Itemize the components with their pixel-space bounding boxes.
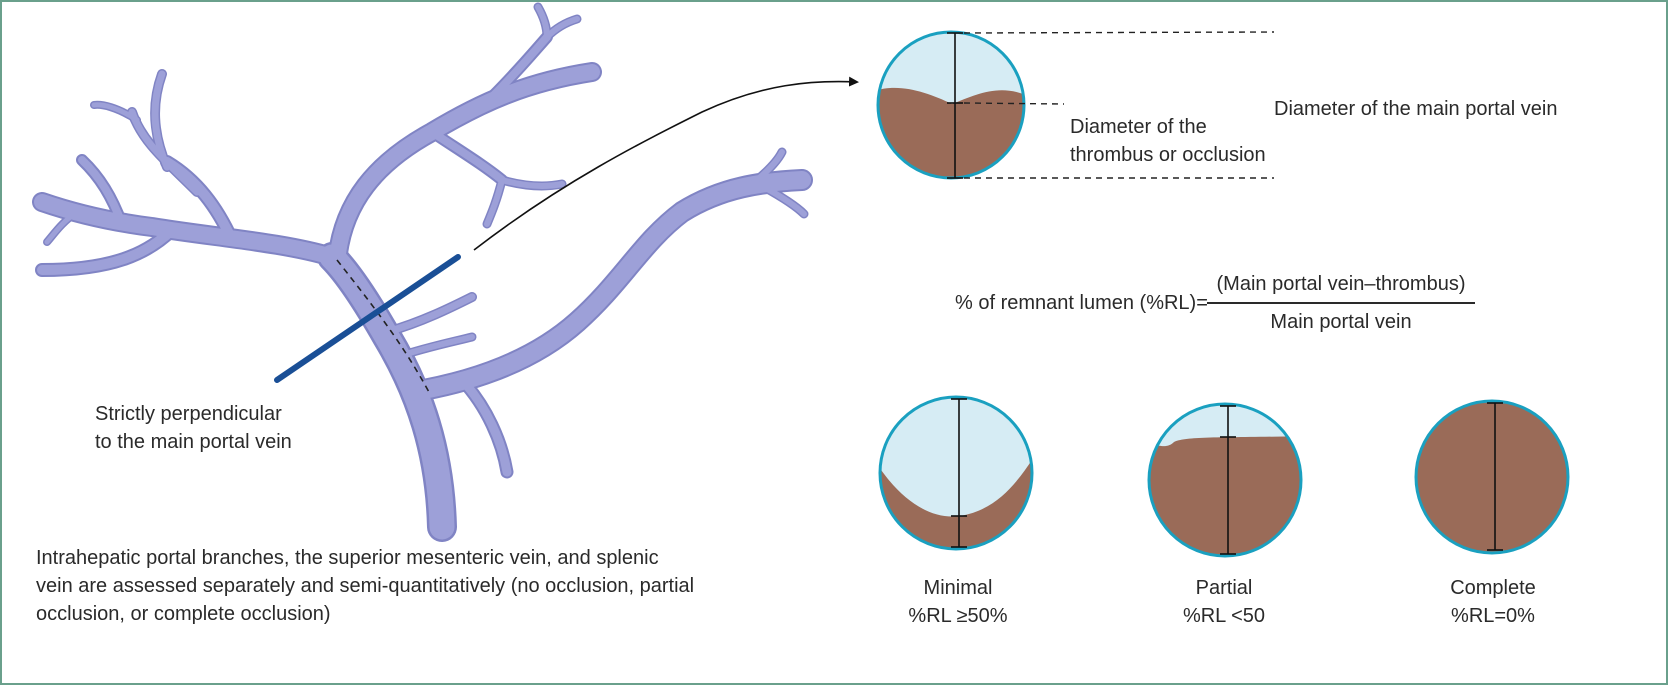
grade-name: Partial (1162, 574, 1286, 602)
grade-criterion: %RL ≥50% (896, 602, 1020, 630)
diameter-thrombus-line: thrombus or occlusion (1070, 141, 1266, 169)
formula-numerator: (Main portal vein–thrombus) (1209, 270, 1474, 302)
formula-denominator: Main portal vein (1270, 304, 1411, 336)
grade-partial-caption: Partial %RL <50 (1162, 574, 1286, 630)
grade-complete-circle (1416, 401, 1568, 553)
assessment-note-line: vein are assessed separately and semi-qu… (36, 572, 694, 600)
grade-criterion: %RL=0% (1428, 602, 1558, 630)
perpendicular-note-line: to the main portal vein (95, 428, 292, 456)
formula-lhs: % of remnant lumen (%RL)= (955, 289, 1208, 317)
diameter-main-label: Diameter of the main portal vein (1274, 95, 1557, 123)
diameter-thrombus-line: Diameter of the (1070, 113, 1266, 141)
grade-partial-circle (1147, 402, 1307, 562)
grade-name: Minimal (896, 574, 1020, 602)
perpendicular-note: Strictly perpendicular to the main porta… (95, 400, 292, 456)
perpendicular-note-line: Strictly perpendicular (95, 400, 292, 428)
assessment-note: Intrahepatic portal branches, the superi… (36, 544, 694, 628)
assessment-note-line: Intrahepatic portal branches, the superi… (36, 544, 694, 572)
grade-name: Complete (1428, 574, 1558, 602)
main-cross-section (872, 27, 1032, 187)
grade-criterion: %RL <50 (1162, 602, 1286, 630)
grade-minimal-circle (877, 394, 1037, 554)
assessment-note-line: occlusion, or complete occlusion) (36, 600, 694, 628)
grade-minimal-caption: Minimal %RL ≥50% (896, 574, 1020, 630)
formula-fraction: (Main portal vein–thrombus) Main portal … (1207, 270, 1475, 336)
grade-complete-caption: Complete %RL=0% (1428, 574, 1558, 630)
diameter-thrombus-label: Diameter of the thrombus or occlusion (1070, 113, 1266, 169)
